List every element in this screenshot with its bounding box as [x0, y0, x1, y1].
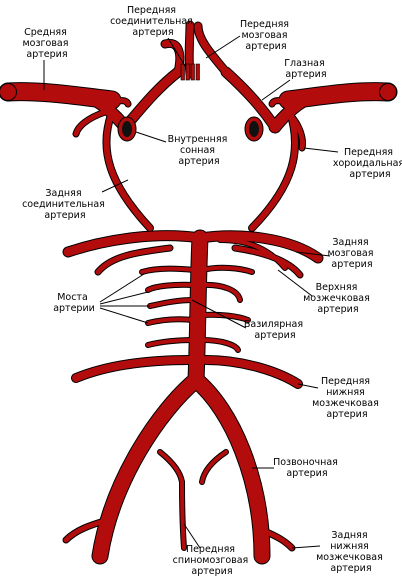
ica-right-up-artery — [221, 67, 280, 132]
leader-lines — [43, 35, 339, 549]
asa-trunk-artery — [180, 480, 186, 550]
mca-left-cap — [0, 83, 17, 101]
label-anterior-choroidal-artery: Передняя хороидальная артерия — [333, 147, 402, 180]
pica-right-artery — [259, 527, 295, 551]
aica-left-artery — [72, 356, 194, 382]
label-superior-cerebellar-artery: Верхняя мозжечковая артерия — [303, 282, 373, 315]
vertebral-left-artery — [92, 372, 204, 564]
ica-right-lumen — [249, 121, 259, 137]
lead-pca — [295, 251, 331, 257]
lead-asa — [183, 523, 201, 549]
pcomm-left-artery — [103, 109, 153, 231]
asa-right-artery — [200, 450, 228, 484]
aca-right-artery — [194, 22, 230, 76]
pontine-l2-artery — [146, 282, 196, 292]
pontine-l5-artery — [146, 338, 196, 347]
label-anterior-spinal-artery: Передняя спиномозговая артерия — [173, 544, 252, 577]
label-anterior-inferior-cerebellar-artery: Передняя нижняя мозжечковая артерия — [312, 376, 382, 420]
pontine-r4-artery — [200, 338, 240, 352]
lead-aca — [167, 37, 186, 67]
pontine-l1-artery — [140, 266, 196, 274]
label-basilar-artery: Базилярная артерия — [244, 319, 306, 341]
lead-pica — [291, 545, 321, 549]
choroidal-left-artery — [73, 109, 108, 137]
ophthalmic-right-artery — [269, 98, 291, 113]
asa-left-artery — [158, 450, 184, 484]
label-vertebral-artery: Позвоночная артерия — [273, 457, 341, 479]
label-pontine-arteries: Моста артерии — [53, 292, 95, 314]
anterior-communicating-segment-3 — [190, 63, 195, 81]
pontine-l4-artery — [146, 317, 196, 325]
label-internal-carotid-artery: Внутренняя сонная артерия — [168, 134, 231, 167]
pontine-l3-artery — [148, 298, 196, 308]
label-anterior-communicating-artery: Передняя соединительная артерия — [110, 5, 196, 38]
pontine-r3-artery — [200, 312, 250, 322]
lead-choroidal — [303, 147, 339, 153]
label-posterior-communicating-artery: Задняя соединительная артерия — [22, 188, 108, 221]
anterior-communicating-segment-1 — [180, 63, 185, 81]
label-posterior-cerebral-artery: Задняя мозговая артерия — [327, 237, 376, 270]
label-ophthalmic-artery: Глазная артерия — [284, 58, 328, 80]
basilar-artery — [188, 230, 208, 388]
ica-left-lumen — [122, 121, 132, 137]
pca-right-artery — [195, 231, 323, 263]
internal-carotid-cross-sections — [117, 116, 264, 142]
pica-left-artery — [63, 517, 111, 543]
lead-pcomm — [101, 179, 129, 193]
aca-left-artery — [161, 39, 184, 76]
lead-aica — [297, 383, 319, 389]
lead-ophthalmic — [261, 79, 291, 101]
label-middle-cerebral-artery: Средняя мозговая артерия — [22, 27, 71, 60]
lead-sca — [277, 269, 313, 297]
sca-left-branch-artery — [95, 245, 173, 275]
lead-pontine-4 — [99, 307, 149, 324]
pontine-r1-artery — [200, 265, 254, 274]
label-anterior-cerebral-artery: Передняя мозговая артерия — [240, 19, 292, 52]
label-posterior-inferior-cerebellar-artery: Задняя нижняя мозжечковая артерия — [316, 530, 386, 574]
ica-left-up-artery — [120, 67, 183, 132]
lead-aca2 — [205, 35, 241, 59]
lead-ica — [135, 131, 167, 143]
lead-pontine-1 — [99, 273, 145, 303]
anterior-communicating-segment-2 — [185, 63, 190, 81]
anterior-communicating-segment-4 — [195, 63, 200, 81]
sca-right-2-artery — [218, 238, 287, 270]
ophthalmic-left-artery — [109, 98, 131, 113]
mca-right-cap — [379, 83, 397, 101]
pca-left-artery — [63, 231, 205, 257]
artery-network — [0, 20, 398, 565]
aica-right-artery — [202, 356, 302, 388]
lead-pontine-2 — [99, 291, 149, 305]
pontine-r2-artery — [200, 282, 242, 302]
lead-basilar — [191, 299, 247, 329]
pcomm-right-artery — [249, 109, 299, 231]
